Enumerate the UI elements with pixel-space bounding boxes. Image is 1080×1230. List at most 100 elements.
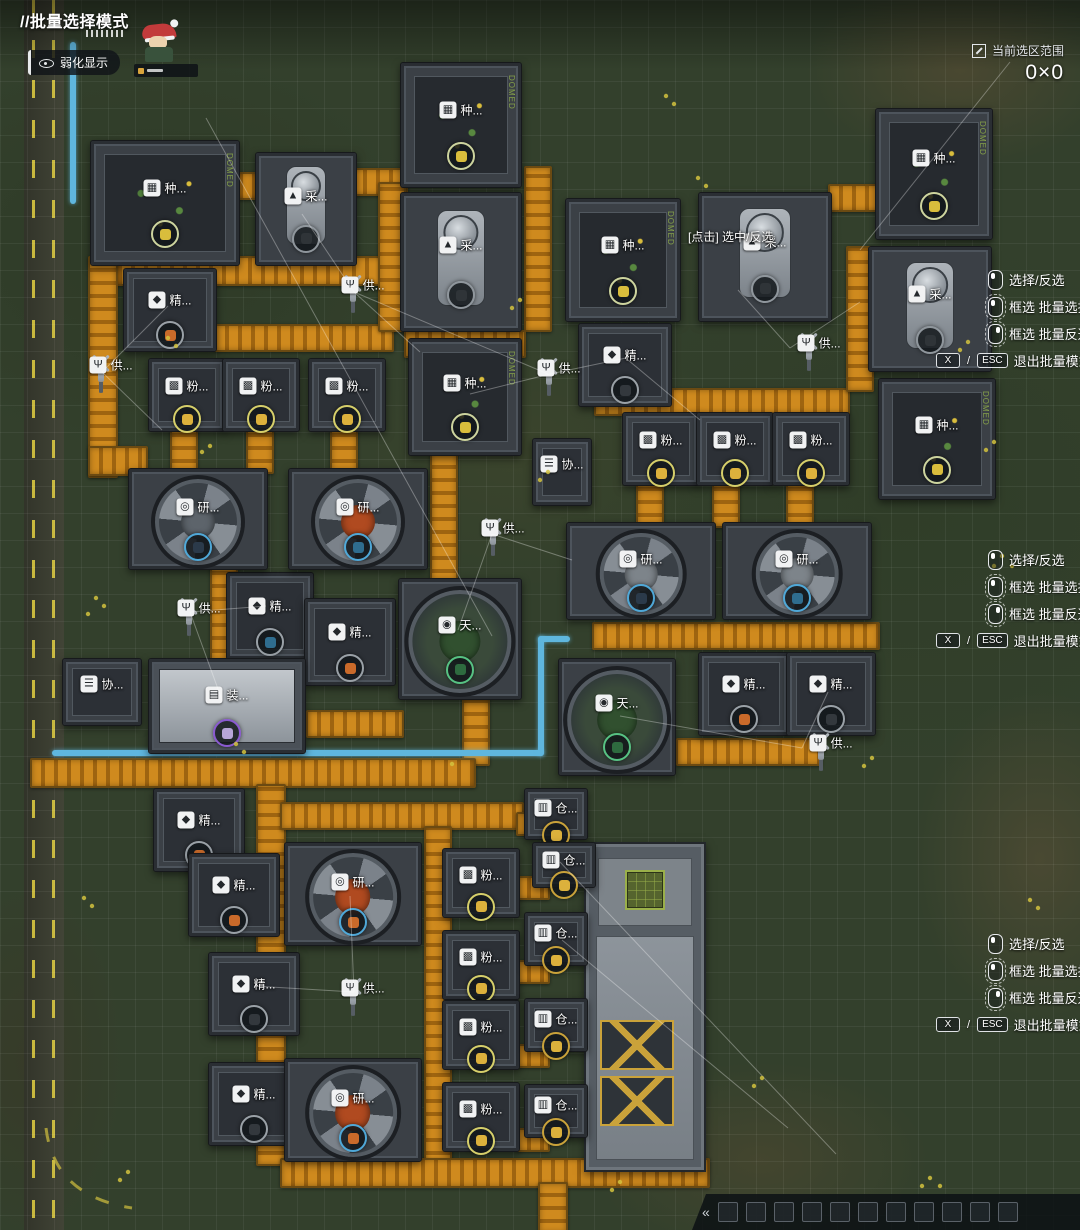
hotbar-slot[interactable]: [801, 1202, 822, 1222]
building-research[interactable]: ◎研...: [722, 522, 872, 620]
conveyor-belt[interactable]: [786, 484, 814, 528]
conveyor-belt[interactable]: [88, 446, 148, 476]
building-antenna[interactable]: ◉天...: [558, 658, 676, 776]
building-label: ◎研...: [331, 1089, 375, 1107]
building-research[interactable]: ◎研...: [566, 522, 716, 620]
building-refine[interactable]: ◆精...: [226, 572, 314, 660]
building-warehouse[interactable]: ▥仓...: [524, 1084, 588, 1147]
building-grind[interactable]: ▩粉...: [772, 412, 850, 488]
hotbar-slot[interactable]: [717, 1202, 738, 1222]
building-antenna[interactable]: ◉天...: [398, 578, 522, 700]
building-refine[interactable]: ◆精...: [698, 652, 790, 736]
building-grind[interactable]: ▩粉...: [222, 358, 300, 434]
building-farm[interactable]: DOMED▦种...: [878, 378, 996, 500]
road-dash-line: [52, 0, 55, 1230]
conveyor-belt[interactable]: [524, 166, 552, 332]
building-farm[interactable]: DOMED▦种...: [408, 338, 522, 456]
building-grind[interactable]: ▩粉...: [148, 358, 226, 434]
hotbar-slot[interactable]: [941, 1202, 962, 1222]
conveyor-belt[interactable]: [430, 452, 458, 584]
conveyor-belt[interactable]: [246, 428, 274, 474]
building-miner[interactable]: ▲采...: [255, 152, 357, 266]
refine-icon: ◆: [809, 675, 827, 693]
building-side-text: DOMED: [981, 391, 990, 426]
building-grind[interactable]: ▩粉...: [622, 412, 700, 488]
building-label: ▥仓...: [534, 1010, 578, 1028]
output-item-ring: [751, 274, 779, 303]
building-refine[interactable]: ◆精...: [786, 652, 876, 736]
conveyor-belt[interactable]: [828, 184, 882, 212]
depot-landing-marker: [625, 870, 665, 910]
weaken-display-button[interactable]: 弱化显示: [28, 50, 121, 75]
farm-icon: ▦: [915, 416, 933, 434]
depot-building[interactable]: [584, 842, 706, 1172]
building-farm[interactable]: DOMED▦种...: [875, 108, 993, 240]
building-coord[interactable]: ☰协...: [62, 658, 142, 726]
building-grind[interactable]: ▩粉...: [442, 848, 520, 921]
building-label: ▦种...: [143, 179, 187, 197]
building-label: ◎研...: [336, 498, 380, 516]
building-grind[interactable]: ▩粉...: [442, 1082, 520, 1155]
building-warehouse[interactable]: ▥仓...: [524, 788, 588, 849]
building-refine[interactable]: ◆精...: [578, 323, 672, 407]
building-warehouse[interactable]: ▥仓...: [524, 912, 588, 975]
output-item-ring: [292, 224, 320, 253]
building-farm[interactable]: DOMED▦种...: [400, 62, 522, 188]
avatar[interactable]: [132, 22, 198, 78]
conveyor-belt[interactable]: [30, 758, 476, 788]
building-farm[interactable]: DOMED▦种...: [565, 198, 681, 322]
conveyor-belt[interactable]: [280, 802, 524, 830]
hotbar-slot[interactable]: [913, 1202, 934, 1222]
building-refine[interactable]: ◆精...: [188, 853, 280, 937]
building-label-text: 种...: [460, 103, 483, 118]
building-grind[interactable]: ▩粉...: [442, 1000, 520, 1073]
building-miner[interactable]: ▲采...: [698, 192, 832, 322]
conveyor-belt[interactable]: [306, 710, 404, 738]
output-item-ring: [542, 1032, 570, 1061]
building-assemble[interactable]: ▤装...: [148, 658, 306, 754]
building-farm[interactable]: DOMED▦种...: [90, 140, 240, 266]
building-research[interactable]: ◎研...: [284, 1058, 422, 1162]
hotbar-slot[interactable]: [857, 1202, 878, 1222]
chevrons-left-icon[interactable]: «: [702, 1204, 710, 1220]
building-grind[interactable]: ▩粉...: [308, 358, 386, 434]
hotbar-slot[interactable]: [997, 1202, 1018, 1222]
hotbar-slot[interactable]: [885, 1202, 906, 1222]
building-warehouse[interactable]: ▥仓...: [524, 998, 588, 1061]
building-warehouse[interactable]: ▥仓...: [532, 842, 596, 900]
bottom-hotbar[interactable]: «: [692, 1194, 1080, 1230]
conveyor-belt[interactable]: [592, 622, 880, 650]
output-item-ring: [240, 1115, 268, 1144]
conveyor-belt[interactable]: [676, 738, 822, 766]
machine-rotor: [151, 475, 245, 569]
hotbar-slot[interactable]: [829, 1202, 850, 1222]
hotbar-slot[interactable]: [745, 1202, 766, 1222]
building-refine[interactable]: ◆精...: [208, 952, 300, 1036]
conveyor-belt[interactable]: [538, 1182, 568, 1230]
hotbar-slot[interactable]: [773, 1202, 794, 1222]
depot-pad: [598, 858, 692, 926]
building-coord[interactable]: ☰协...: [532, 438, 592, 506]
building-grind[interactable]: ▩粉...: [696, 412, 774, 488]
building-research[interactable]: ◎研...: [128, 468, 268, 570]
building-miner[interactable]: ▲采...: [868, 246, 992, 372]
building-miner[interactable]: ▲采...: [400, 192, 522, 332]
refine-icon: ◆: [722, 675, 740, 693]
building-refine[interactable]: ◆精...: [304, 598, 396, 686]
conveyor-belt[interactable]: [214, 324, 394, 352]
building-grind[interactable]: ▩粉...: [442, 930, 520, 1003]
building-refine[interactable]: ◆精...: [153, 788, 245, 872]
building-research[interactable]: ◎研...: [284, 842, 422, 946]
building-research[interactable]: ◎研...: [288, 468, 428, 570]
hotbar-slot[interactable]: [969, 1202, 990, 1222]
building-refine[interactable]: ◆精...: [123, 268, 217, 352]
